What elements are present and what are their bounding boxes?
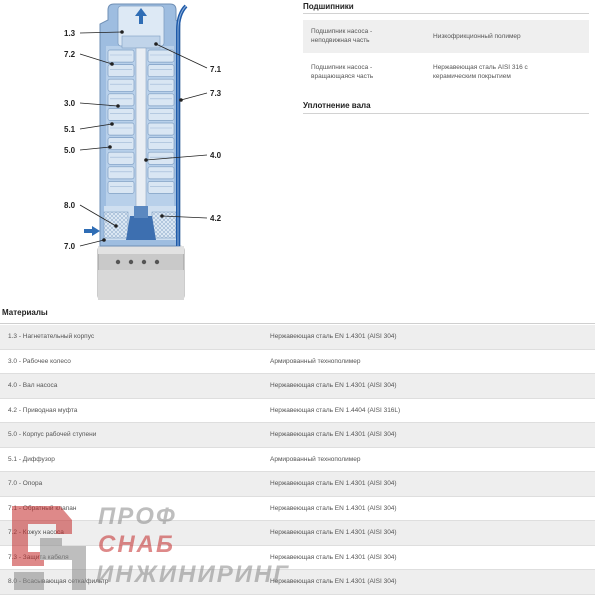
callout-5-0: 5.0	[64, 146, 76, 155]
shaft-seal-title: Уплотнение вала	[303, 101, 371, 110]
material-part: 3.0 - Рабочее колесо	[8, 357, 71, 365]
impeller-stage	[107, 181, 135, 194]
callout-4-2: 4.2	[210, 214, 222, 223]
material-value: Нержавеющая сталь EN 1.4301 (AISI 304)	[270, 504, 397, 512]
callout-7-3: 7.3	[210, 89, 222, 98]
impeller-stage	[107, 64, 135, 78]
material-part: 8.0 - Всасывающая сетка/фильтр	[8, 578, 109, 585]
impeller-stage	[147, 78, 175, 92]
cable-guard	[176, 4, 188, 246]
discharge-arrow-icon	[135, 8, 147, 24]
bearing-row: Подшипник насоса - вращающаяся часть Нер…	[303, 56, 589, 89]
impeller-stage	[147, 93, 175, 107]
material-part: 1.3 - Нагнетательный корпус	[8, 333, 95, 340]
bearing-part: Подшипник насоса - вращающаяся часть	[311, 63, 421, 81]
bearing-material: Нержавеющая сталь AISI 316 с керамически…	[433, 63, 583, 81]
callout-3-0: 3.0	[64, 99, 76, 108]
material-value: Нержавеющая сталь EN 1.4404 (AISI 316L)	[270, 406, 401, 414]
materials-row: 7.1 - Обратный клапан Нержавеющая сталь E…	[0, 496, 595, 521]
materials-row: 1.3 - Нагнетательный корпус Нержавеющая с…	[0, 325, 595, 350]
callout-1-3: 1.3	[64, 29, 76, 38]
impeller-stage	[107, 151, 135, 165]
materials-row: 7.0 - Опора Нержавеющая сталь EN 1.4301 (…	[0, 472, 595, 497]
materials-row: 5.0 - Корпус рабочей ступени Нержавеющая …	[0, 423, 595, 448]
bearing-part-line: вращающаяся часть	[311, 73, 374, 80]
impeller-stage	[147, 122, 175, 136]
impeller-stage	[147, 49, 175, 63]
impeller-stage	[107, 49, 135, 63]
drive-coupling	[126, 216, 156, 240]
pump-cutaway-diagram: 1.3 7.2 3.0 5.1 5.0 8.0 7.0 7.1 7.3 4.0 …	[64, 3, 222, 300]
material-value: Нержавеющая сталь EN 1.4301 (AISI 304)	[270, 431, 397, 438]
callout-7-1: 7.1	[210, 65, 222, 74]
bearing-part-line: Подшипник насоса -	[311, 28, 373, 35]
material-part: 7.1 - Обратный клапан	[8, 504, 77, 512]
bearing-material: Низкофрикционный полимер	[433, 32, 583, 41]
impeller-stage	[147, 64, 175, 78]
material-part: 5.0 - Корпус рабочей ступени	[8, 431, 97, 438]
materials-row: 7.2 - Кожух насоса Нержавеющая сталь EN 1…	[0, 521, 595, 546]
impeller-stage	[107, 108, 135, 121]
bearing-material-line: Низкофрикционный полимер	[433, 33, 521, 40]
material-part: 4.2 - Приводная муфта	[8, 406, 78, 414]
material-value: Нержавеющая сталь EN 1.4301 (AISI 304)	[270, 578, 397, 585]
materials-row: 4.0 - Вал насоса Нержавеющая сталь EN 1.4…	[0, 374, 595, 399]
material-value: Армированный технополимер	[270, 357, 361, 365]
materials-title: Материалы	[2, 308, 48, 317]
impeller-stage	[147, 137, 175, 151]
material-value: Нержавеющая сталь EN 1.4301 (AISI 304)	[270, 382, 397, 389]
material-value: Нержавеющая сталь EN 1.4301 (AISI 304)	[270, 480, 397, 487]
impeller-stage	[147, 181, 175, 194]
callout-8-0: 8.0	[64, 201, 76, 210]
divider	[303, 13, 589, 14]
material-value: Нержавеющая сталь EN 1.4301 (AISI 304)	[270, 333, 397, 340]
bearings-title: Подшипники	[303, 2, 354, 11]
bearing-part-line: неподвижная часть	[311, 37, 370, 44]
callout-7-2: 7.2	[64, 50, 76, 59]
impeller-stages	[107, 49, 175, 194]
material-part: 4.0 - Вал насоса	[8, 382, 58, 389]
impeller-stage	[107, 166, 135, 180]
bearing-part-line: Подшипник насоса -	[311, 64, 373, 71]
material-part: 5.1 - Диффузор	[8, 455, 55, 463]
material-part: 7.2 - Кожух насоса	[8, 529, 64, 536]
impeller-stage	[107, 137, 135, 151]
callout-7-0: 7.0	[64, 242, 76, 251]
material-part: 7.0 - Опора	[8, 480, 43, 487]
bearing-row: Подшипник насоса - неподвижная часть Низ…	[303, 20, 589, 53]
materials-row: 7.3 - Защита кабеля Нержавеющая сталь EN …	[0, 545, 595, 570]
bearing-material-line: Нержавеющая сталь AISI 316 с	[433, 64, 528, 71]
divider	[303, 113, 589, 114]
divider	[0, 323, 595, 324]
material-part: 7.3 - Защита кабеля	[8, 553, 69, 561]
materials-row: 3.0 - Рабочее колесо Армированный технопо…	[0, 349, 595, 374]
impeller-stage	[147, 108, 175, 121]
bearing-material-line: керамическим покрытием	[433, 73, 511, 80]
materials-row: 5.1 - Диффузор Армированный технополимер	[0, 447, 595, 472]
callout-leaders	[79, 30, 208, 247]
material-value: Нержавеющая сталь EN 1.4301 (AISI 304)	[270, 553, 397, 561]
callout-5-1: 5.1	[64, 125, 76, 134]
pump-shaft	[135, 47, 147, 219]
impeller-stage	[107, 122, 135, 136]
callout-4-0: 4.0	[210, 151, 222, 160]
materials-row: 4.2 - Приводная муфта Нержавеющая сталь E…	[0, 398, 595, 423]
impeller-stage	[107, 78, 135, 92]
inflow-arrow-icon	[84, 226, 100, 236]
impeller-stage	[147, 151, 175, 165]
material-value: Армированный технополимер	[270, 455, 361, 463]
impeller-stage	[107, 93, 135, 107]
impeller-stage	[147, 166, 175, 180]
bearing-part: Подшипник насоса - неподвижная часть	[311, 27, 421, 45]
material-value: Нержавеющая сталь EN 1.4301 (AISI 304)	[270, 529, 397, 536]
materials-row: 8.0 - Всасывающая сетка/фильтр Нержавеюща…	[0, 570, 595, 595]
